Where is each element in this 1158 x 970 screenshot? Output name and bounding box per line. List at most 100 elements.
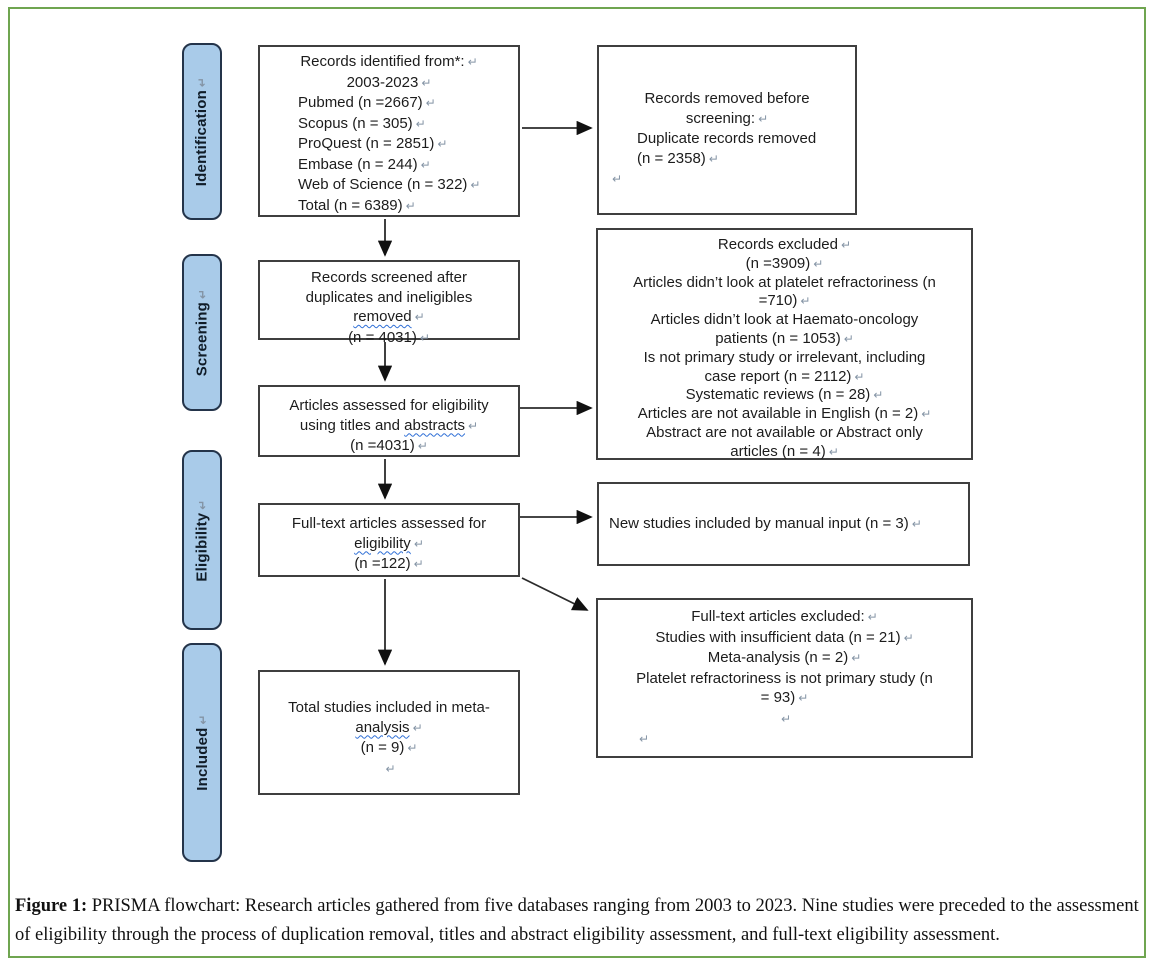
- stage-identification-label: Identification↵: [193, 76, 211, 187]
- box-articles-assessed: Articles assessed for eligibility using t…: [258, 385, 520, 457]
- paragraph-return-mark: ↵: [798, 691, 809, 705]
- box-fulltext-assessed: Full-text articles assessed for eligibili…: [258, 503, 520, 577]
- box-new-studies: New studies included by manual input (n …: [597, 482, 970, 566]
- paragraph-return-mark: ↵: [468, 418, 479, 433]
- box-text-line: (n =4031)↵: [350, 437, 428, 454]
- paragraph-return-mark: ↵: [425, 96, 436, 110]
- paragraph-return-mark: ↵: [420, 157, 431, 172]
- box-records-identified: Records identified from*:↵ 2003-2023↵ Pubm…: [258, 45, 520, 217]
- figure-caption-text: PRISMA flowchart: Research articles gath…: [15, 896, 1139, 945]
- stage-included-label: Included↵: [193, 714, 211, 791]
- paragraph-return-mark: ↵: [867, 610, 878, 624]
- spellcheck-marked-word: eligibility: [354, 534, 411, 552]
- box-text-line: using titles and abstracts↵: [299, 416, 479, 434]
- paragraph-return-mark: ↵: [417, 439, 428, 453]
- paragraph-return-mark: ↵: [828, 444, 839, 459]
- box-text-line: Studies with insufficient data (n = 21)↵: [655, 628, 914, 646]
- stage-screening: Screening↵: [182, 254, 222, 411]
- figure-border: [8, 7, 1146, 958]
- paragraph-return-mark: ↵: [412, 720, 423, 735]
- box-text-line: Records excluded↵: [717, 236, 852, 253]
- stage-screening-label: Screening↵: [193, 288, 211, 377]
- box-text-line: New studies included by manual input (n …: [609, 514, 922, 532]
- box-new-studies-text: New studies included by manual input (n …: [599, 514, 968, 535]
- box-text-line: = 93)↵: [760, 689, 809, 706]
- paragraph-return-mark: ↵: [195, 714, 210, 725]
- box-records-screened: Records screened after duplicates and ine…: [258, 260, 520, 346]
- box-records-excluded: Records excluded↵(n =3909)↵Articles didn…: [596, 228, 973, 460]
- box-text-line: Systematic reviews (n = 28)↵: [685, 386, 884, 404]
- box-text-line: Articles didn’t look at Haemato-oncology: [650, 311, 919, 329]
- paragraph-return-mark: ↵: [843, 331, 854, 346]
- spellcheck-marked-word: abstracts: [404, 416, 466, 434]
- connector-fulltext-to-ft-excluded: [521, 577, 589, 611]
- stage-eligibility-label: Eligibility↵: [193, 498, 211, 582]
- box-text-line: Embase (n = 244)↵: [298, 155, 431, 173]
- paragraph-return-mark: ↵: [405, 198, 416, 213]
- box-text-line: (n =3909)↵: [745, 254, 824, 272]
- figure-caption: Figure 1: PRISMA flowchart: Research art…: [15, 892, 1143, 950]
- paragraph-return-mark: ↵: [407, 741, 418, 755]
- paragraph-return-mark: ↵: [854, 369, 865, 384]
- paragraph-return-mark: ↵: [470, 178, 481, 192]
- paragraph-return-mark: ↵: [413, 557, 424, 571]
- box-text-line: Total studies included in meta-: [288, 699, 490, 716]
- box-text-line: ↵: [598, 709, 971, 730]
- box-text-line: Records identified from*:↵: [300, 53, 478, 70]
- box-text-line: patients (n = 1053)↵: [715, 329, 854, 347]
- box-text-line: screening:↵: [685, 109, 769, 127]
- box-text-line: Duplicate records removed: [637, 130, 817, 147]
- paragraph-return-mark: ↵: [921, 407, 932, 422]
- box-text-line: eligibility↵: [260, 534, 518, 555]
- paragraph-return-mark: ↵: [385, 761, 396, 776]
- box-text-line: duplicates and ineligibles: [305, 288, 473, 306]
- box-text-line: Pubmed (n =2667)↵: [298, 94, 436, 111]
- box-text-line: Full-text articles assessed for: [291, 515, 487, 532]
- box-text-line: Records screened after: [311, 269, 467, 286]
- paragraph-return-mark: ↵: [780, 711, 792, 726]
- stage-identification: Identification↵: [182, 43, 222, 220]
- paragraph-return-mark: ↵: [800, 294, 811, 309]
- spellcheck-marked-word: removed: [353, 308, 412, 325]
- paragraph-return-mark: ↵: [195, 498, 210, 510]
- box-text-line: (n = 9)↵: [360, 739, 418, 756]
- box-text-line: Records removed before: [644, 90, 810, 107]
- spellcheck-marked-word: analysis: [355, 718, 410, 736]
- paragraph-return-mark: ↵: [708, 151, 719, 166]
- paragraph-return-mark: ↵: [413, 536, 424, 551]
- box-text-line: Articles assessed for eligibility: [289, 397, 489, 414]
- box-text-line: (n = 4031)↵: [348, 328, 430, 346]
- box-text-line: Articles didn’t look at platelet refract…: [633, 273, 936, 291]
- paragraph-return-mark: ↵: [467, 55, 478, 69]
- box-text-line: ↵: [260, 759, 518, 780]
- box-text-line: case report (n = 2112)↵: [704, 367, 865, 385]
- box-text-line: Abstract are not available or Abstract o…: [646, 423, 923, 441]
- paragraph-return-mark: ↵: [911, 516, 922, 531]
- paragraph-return-mark: ↵: [639, 732, 650, 746]
- figure-caption-label: Figure 1:: [15, 896, 88, 916]
- box-text-line: ↵: [598, 729, 971, 750]
- stage-included: Included↵: [182, 643, 222, 862]
- box-text-line: Articles are not available in English (n…: [637, 405, 932, 423]
- box-records-removed: Records removed before screening:↵ Duplica…: [597, 45, 857, 215]
- paragraph-return-mark: ↵: [415, 116, 426, 131]
- box-text-line: removed↵: [260, 307, 518, 328]
- stage-eligibility: Eligibility↵: [182, 450, 222, 630]
- box-text-line: ↵: [599, 169, 855, 190]
- paragraph-return-mark: ↵: [903, 630, 914, 645]
- paragraph-return-mark: ↵: [612, 172, 623, 186]
- paragraph-return-mark: ↵: [195, 288, 210, 299]
- box-text-line: 2003-2023↵: [346, 73, 432, 91]
- box-fulltext-excluded: Full-text articles excluded:↵ Studies wit…: [596, 598, 973, 758]
- paragraph-return-mark: ↵: [758, 111, 769, 126]
- box-text-line: Platelet refractoriness is not primary s…: [636, 669, 933, 687]
- box-text-line: Full-text articles excluded:↵: [691, 608, 878, 625]
- box-total-included: Total studies included in meta-analysis↵…: [258, 670, 520, 795]
- paragraph-return-mark: ↵: [851, 651, 862, 665]
- paragraph-return-mark: ↵: [419, 330, 430, 345]
- paragraph-return-mark: ↵: [813, 256, 824, 271]
- box-text-line: Meta-analysis (n = 2)↵: [707, 649, 862, 666]
- paragraph-return-mark: ↵: [841, 238, 852, 252]
- box-text-line: Total (n = 6389)↵: [298, 196, 416, 214]
